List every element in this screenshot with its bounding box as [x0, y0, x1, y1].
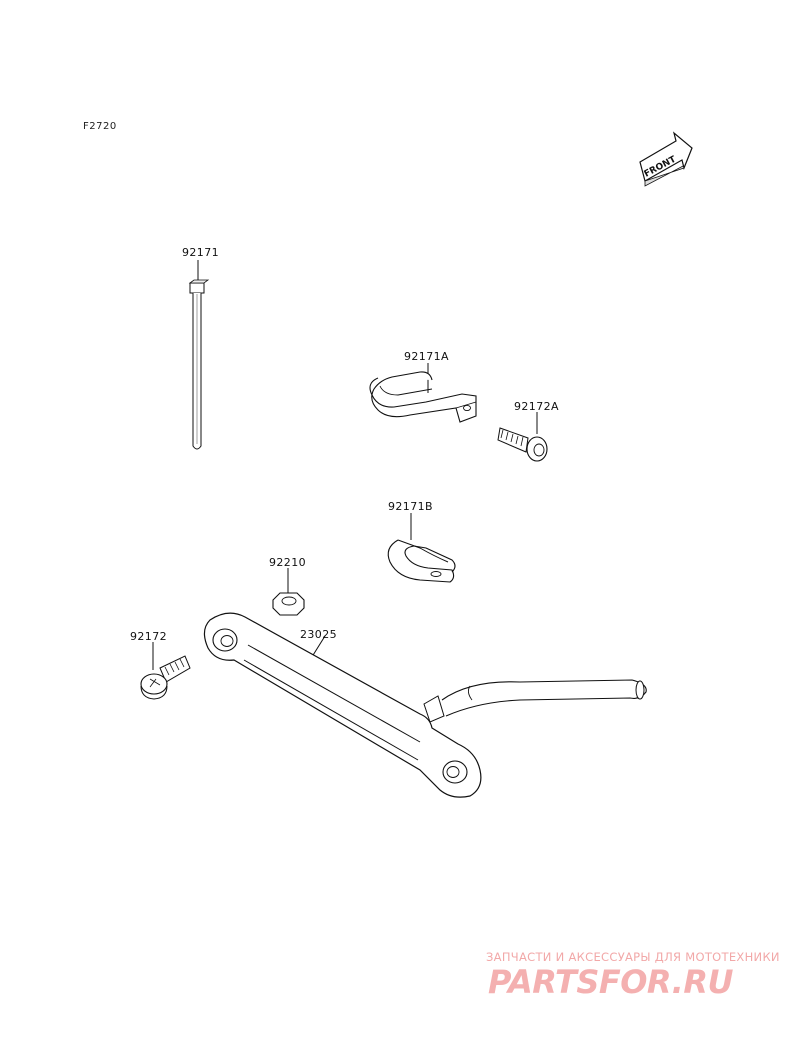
nut-part	[272, 568, 305, 616]
screw-part	[140, 642, 191, 700]
callout-23025: 23025	[300, 628, 337, 641]
callout-92172a: 92172A	[514, 400, 559, 413]
clamp-a-part	[369, 363, 477, 423]
callout-92171b: 92171B	[388, 500, 433, 513]
watermark-logo: PARTSFOR.RU	[488, 963, 733, 1001]
shift-rod-part	[203, 612, 647, 798]
callout-92210: 92210	[269, 556, 306, 569]
callout-92171a: 92171A	[404, 350, 449, 363]
clamp-b-part	[387, 513, 456, 583]
front-arrow-icon: FRONT	[639, 131, 693, 187]
callout-92171: 92171	[182, 246, 219, 259]
screw-a-part	[497, 412, 548, 462]
watermark-tagline: ЗАПЧАСТИ И АКСЕССУАРЫ ДЛЯ МОТОТЕХНИКИ	[486, 950, 780, 964]
callout-92172: 92172	[130, 630, 167, 643]
cable-tie-part	[188, 260, 210, 450]
figure-code: F2720	[83, 121, 117, 132]
